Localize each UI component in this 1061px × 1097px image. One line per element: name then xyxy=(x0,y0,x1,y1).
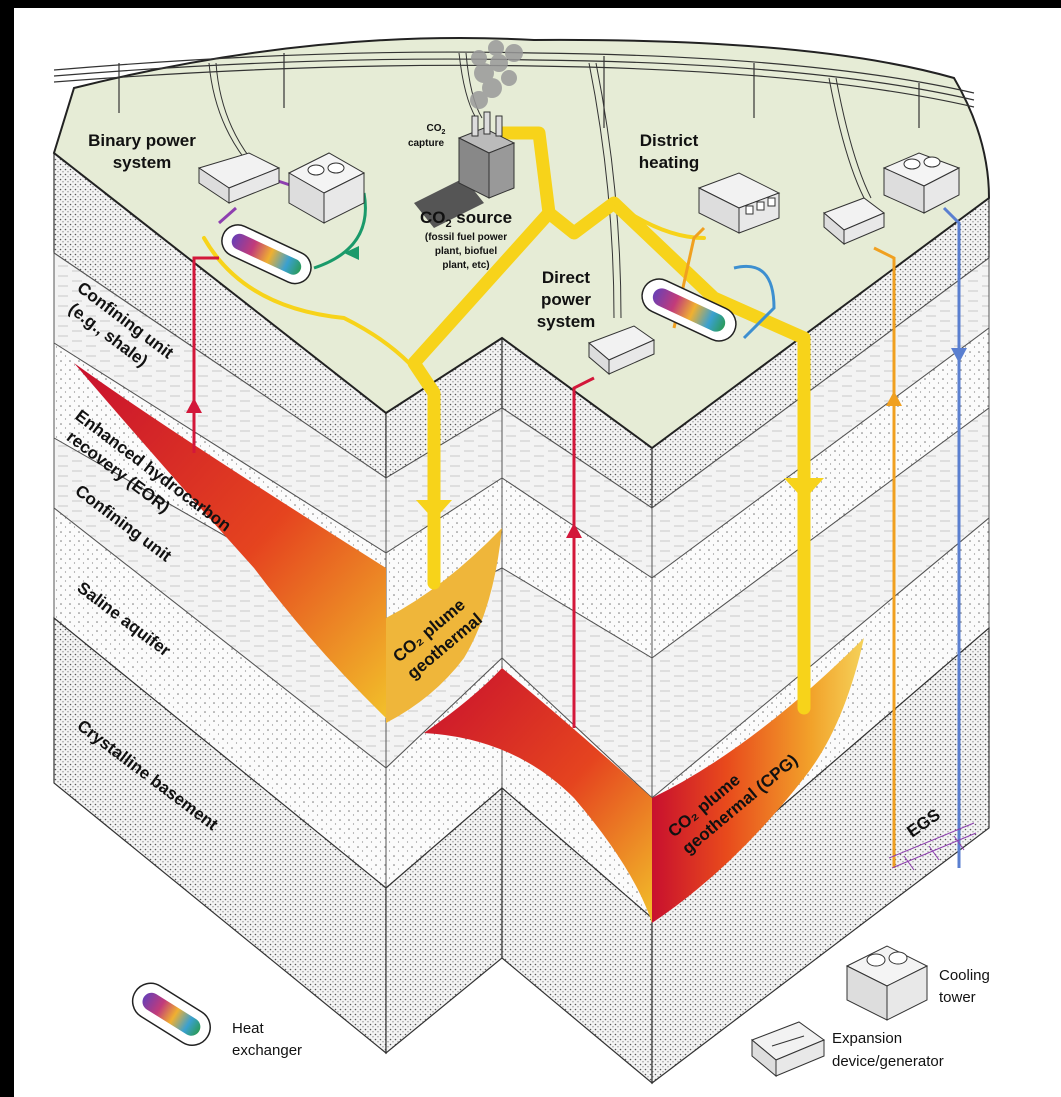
svg-text:(fossil fuel power: (fossil fuel power xyxy=(425,232,507,243)
binary-expansion-device xyxy=(197,152,281,204)
legend-heat-exchanger-label-2: exchanger xyxy=(232,1042,302,1059)
legend-cooling-tower-label: Cooling xyxy=(939,967,990,984)
district-heating-building xyxy=(697,172,781,234)
svg-text:plant, biofuel: plant, biofuel xyxy=(435,246,497,257)
power-lines xyxy=(53,51,975,128)
svg-text:system: system xyxy=(113,153,172,172)
binary-cooling-tower xyxy=(287,152,366,224)
binary-heat-exchanger xyxy=(221,224,312,285)
direct-power-label-3: system xyxy=(537,312,596,331)
svg-text:heating: heating xyxy=(639,153,699,172)
legend-heat-exchanger-label: Heat xyxy=(232,1020,265,1037)
co2-source-detail-1: (fossil fuel power xyxy=(425,232,507,243)
direct-expansion-device xyxy=(588,325,656,376)
svg-text:Expansion: Expansion xyxy=(832,1030,902,1047)
legend-expansion-device-label: Expansion xyxy=(832,1030,902,1047)
well-arrows xyxy=(186,246,967,538)
svg-text:system: system xyxy=(537,312,596,331)
svg-text:Binary power: Binary power xyxy=(88,131,196,150)
egs-cooling-tower xyxy=(882,152,961,214)
co2-source-plant xyxy=(414,40,523,228)
co2-arrow-left xyxy=(416,500,452,520)
egs-fractures xyxy=(888,822,977,871)
co2-plume-geothermal-body xyxy=(386,528,502,723)
direct-power-label: Direct xyxy=(542,268,591,287)
svg-text:plant, etc): plant, etc) xyxy=(442,260,489,271)
cpg-heat-exchanger xyxy=(641,278,737,342)
co2-capture-label-2: capture xyxy=(408,138,445,149)
district-heating-label: District xyxy=(640,131,699,150)
svg-text:exchanger: exchanger xyxy=(232,1042,302,1059)
geothermal-block-diagram: Binary power system CO2 capture CO2 sour… xyxy=(52,37,991,1085)
co2-source-label-suffix: source xyxy=(452,208,512,227)
surface-cables xyxy=(208,52,872,319)
svg-text:CO2 source: CO2 source xyxy=(420,208,512,230)
co2-source-detail-3: plant, etc) xyxy=(442,260,489,271)
eor-plume xyxy=(74,363,386,718)
legend-expansion-device-label-2: device/generator xyxy=(832,1053,944,1070)
legend-heat-exchanger: Heat exchanger xyxy=(131,982,302,1059)
binary-power-label: Binary power xyxy=(88,131,196,150)
binary-power-label-2: system xyxy=(113,153,172,172)
co2-flow xyxy=(202,126,811,715)
svg-text:CO2: CO2 xyxy=(427,123,446,136)
legend-cooling-tower: Cooling tower xyxy=(845,945,990,1021)
svg-text:device/generator: device/generator xyxy=(832,1053,944,1070)
svg-text:Cooling: Cooling xyxy=(939,967,990,984)
diagram-frame: Binary power system CO2 capture CO2 sour… xyxy=(14,8,1061,1097)
svg-text:District: District xyxy=(640,131,699,150)
svg-text:Direct: Direct xyxy=(542,268,591,287)
direct-power-label-2: power xyxy=(541,290,591,309)
co2-source-label: CO xyxy=(420,208,446,227)
svg-text:capture: capture xyxy=(408,138,445,149)
co2-source-detail-2: plant, biofuel xyxy=(435,246,497,257)
cpg-plume-right xyxy=(652,638,864,923)
co2-arrow-right xyxy=(784,478,824,500)
legend-expansion-device: Expansion device/generator xyxy=(751,1021,944,1078)
legend-cooling-tower-label-2: tower xyxy=(939,989,976,1006)
cpg-plume xyxy=(424,668,652,923)
egs-expansion-device xyxy=(823,197,885,246)
svg-text:power: power xyxy=(541,290,591,309)
svg-text:Heat: Heat xyxy=(232,1020,265,1037)
svg-text:tower: tower xyxy=(939,989,976,1006)
co2-capture-label: CO xyxy=(427,123,442,134)
district-heating-label-2: heating xyxy=(639,153,699,172)
